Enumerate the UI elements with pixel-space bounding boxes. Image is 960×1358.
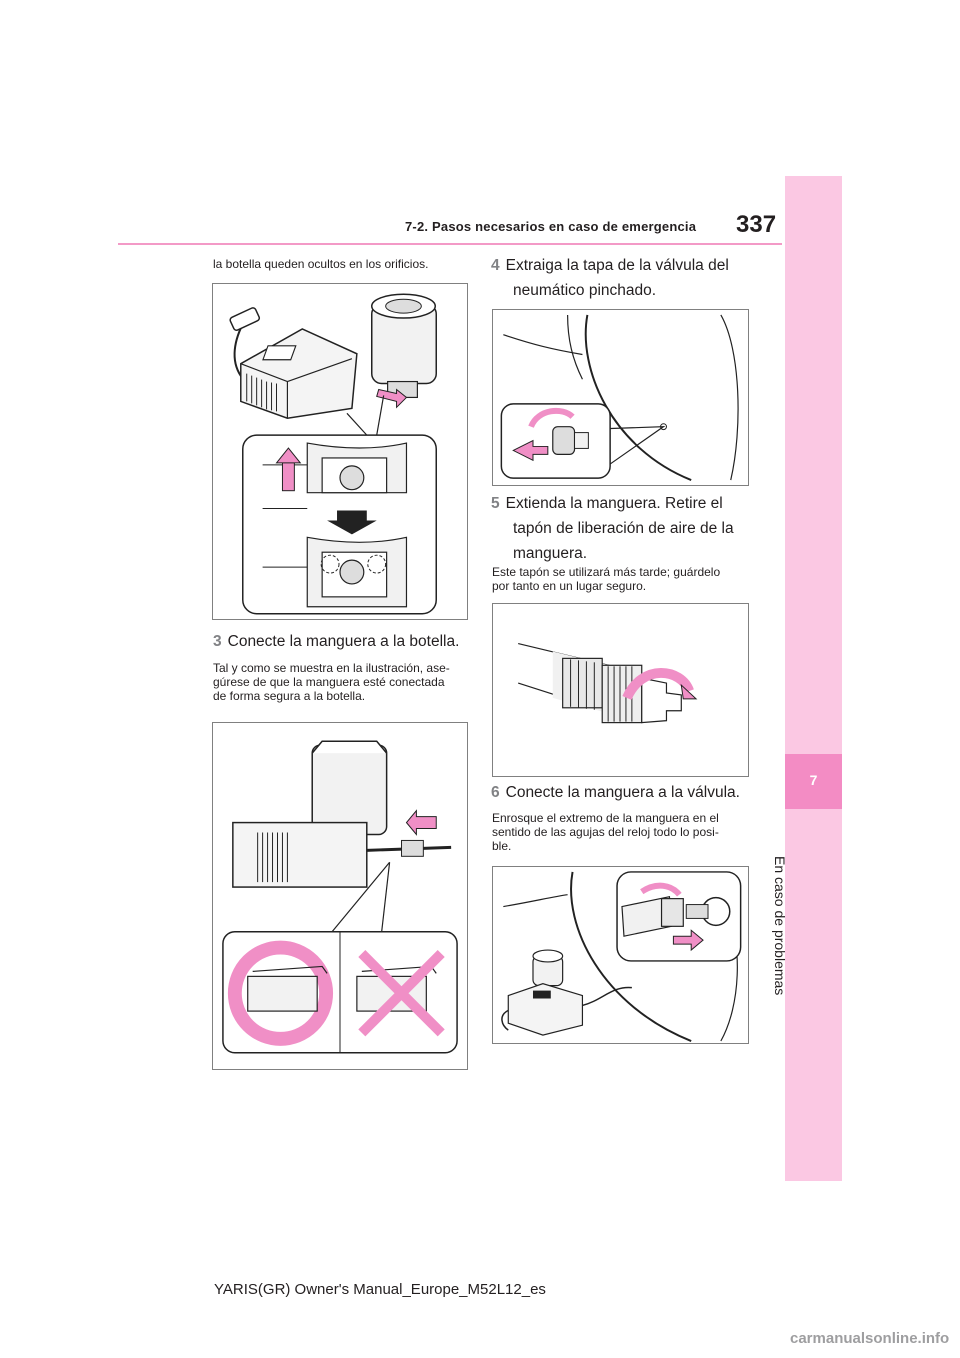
step-4-title: 4 Extraiga la tapa de la válvula del neum… [491,253,729,303]
step-5-note: Este tapón se utilizará más tarde; guárd… [492,565,720,593]
hose-bottle-figure [212,722,468,1070]
chapter-side-tab [785,176,842,1181]
page-number: 337 [736,211,777,238]
step-6-number: 6 [491,784,500,801]
header-divider [118,243,782,245]
bottle-install-figure [212,283,468,620]
watermark: carmanualsonline.info [790,1330,950,1347]
step-6-note-line3: ble. [492,839,512,853]
step-4-text-line2: neumático pinchado. [513,282,657,299]
step-3-note-line1: Tal y como se muestra en la ilustración,… [213,661,450,675]
step-6-note: Enrosque el extremo de la manguera en el… [492,811,719,853]
step-5-title: 5 Extienda la manguera. Retire el tapón d… [491,491,734,566]
section-title: 7-2. Pasos necesarios en caso de emergen… [405,219,697,234]
hose-cap-illustration [518,642,698,724]
step-3-text: Conecte la manguera a la botella. [227,633,460,650]
valve-cap-figure [492,309,749,486]
step-5-number: 5 [491,495,500,512]
hose-valve-illustration [501,871,742,1042]
chapter-number-tab[interactable] [785,754,842,809]
step-5-text-line3: manguera. [513,545,588,562]
step-6-title: 6 Conecte la manguera a la válvula. [491,780,740,805]
step-3-title: 3 Conecte la manguera a la botella. [213,629,459,654]
step-3-number: 3 [213,633,222,650]
step-3-note: Tal y como se muestra en la ilustración,… [213,661,450,703]
step-3-note-line2: gúrese de que la manguera esté conectada [213,675,445,689]
step-5-text-line1: Extienda la manguera. Retire el [505,495,723,512]
hose-cap-figure [492,603,749,777]
chapter-title: En caso de problemas [772,856,804,1116]
intro-text: la botella queden ocultos en los orifici… [213,257,429,271]
valve-cap-illustration [500,314,739,481]
manual-id: YARIS(GR) Owner's Manual_Europe_M52L12_e… [214,1281,546,1298]
chapter-number: 7 [809,772,818,788]
step-6-note-line1: Enrosque el extremo de la manguera en el [492,811,719,825]
hose-valve-figure [492,866,749,1044]
step-4-number: 4 [491,257,500,274]
step-6-note-line2: sentido de las agujas del reloj todo lo … [492,825,719,839]
step-4-text-line1: Extraiga la tapa de la válvula del [505,257,729,274]
hose-bottle-illustration [222,740,458,1054]
step-5-note-line1: Este tapón se utilizará más tarde; guárd… [492,565,721,579]
step-5-text-line2: tapón de liberación de aire de la [513,520,734,537]
step-6-text: Conecte la manguera a la válvula. [505,784,740,801]
step-3-note-line3: de forma segura a la botella. [213,689,366,703]
chapter-title-text: En caso de problemas [772,856,788,996]
step-5-note-line2: por tanto en un lugar seguro. [492,579,647,593]
bottle-install-illustration [229,293,437,615]
